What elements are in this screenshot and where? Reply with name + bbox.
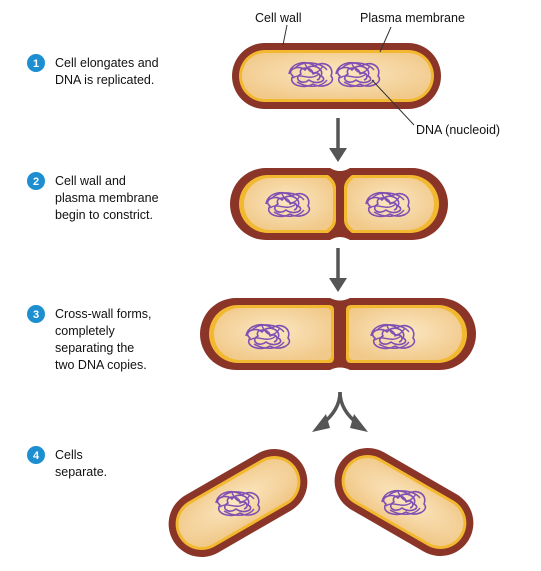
step-1-line-2: DNA is replicated.: [55, 73, 154, 87]
step-1-line-1: Cell elongates and: [55, 56, 159, 70]
step-badge-2: [27, 172, 45, 190]
step-1: 1 Cell elongates and DNA is replicated.: [27, 54, 159, 87]
cell-step2: [230, 168, 448, 240]
step-badge-4: [27, 446, 45, 464]
step-3-line-4: two DNA copies.: [55, 358, 147, 372]
cell-step3: [200, 298, 476, 370]
step-4-line-1: Cells: [55, 448, 83, 462]
step-number-4: 4: [33, 450, 40, 462]
dna-label: DNA (nucleoid): [416, 123, 500, 137]
step-4: 4 Cells separate.: [27, 446, 107, 479]
step-4-line-2: separate.: [55, 465, 107, 479]
step-2: 2 Cell wall and plasma membrane begin to…: [27, 172, 159, 222]
step-3-line-2: completely: [55, 324, 115, 338]
step-2-line-1: Cell wall and: [55, 174, 126, 188]
plasma-membrane-leader: [379, 26, 392, 53]
step-badge-3: [27, 305, 45, 323]
step-badge-1: [27, 54, 45, 72]
arrow-down-icon: [329, 248, 347, 292]
plasma-membrane-label: Plasma membrane: [360, 11, 465, 25]
cell-step4-left: [168, 449, 308, 557]
step-2-line-2: plasma membrane: [55, 191, 159, 205]
dna-leader: [371, 79, 415, 126]
cell-step4-right: [334, 448, 474, 556]
step-number-1: 1: [33, 58, 39, 70]
cell-wall-leader: [282, 24, 288, 46]
step-number-3: 3: [33, 309, 39, 321]
cell-wall-label: Cell wall: [255, 11, 302, 25]
step-2-line-3: begin to constrict.: [55, 208, 153, 222]
step-3-line-1: Cross-wall forms,: [55, 307, 152, 321]
step-number-2: 2: [33, 176, 39, 188]
cell-step1: [232, 43, 441, 109]
step-3: 3 Cross-wall forms, completely separatin…: [27, 305, 152, 372]
step-3-line-3: separating the: [55, 341, 134, 355]
split-arrow-icon: [312, 391, 368, 432]
arrow-down-icon: [329, 118, 347, 162]
